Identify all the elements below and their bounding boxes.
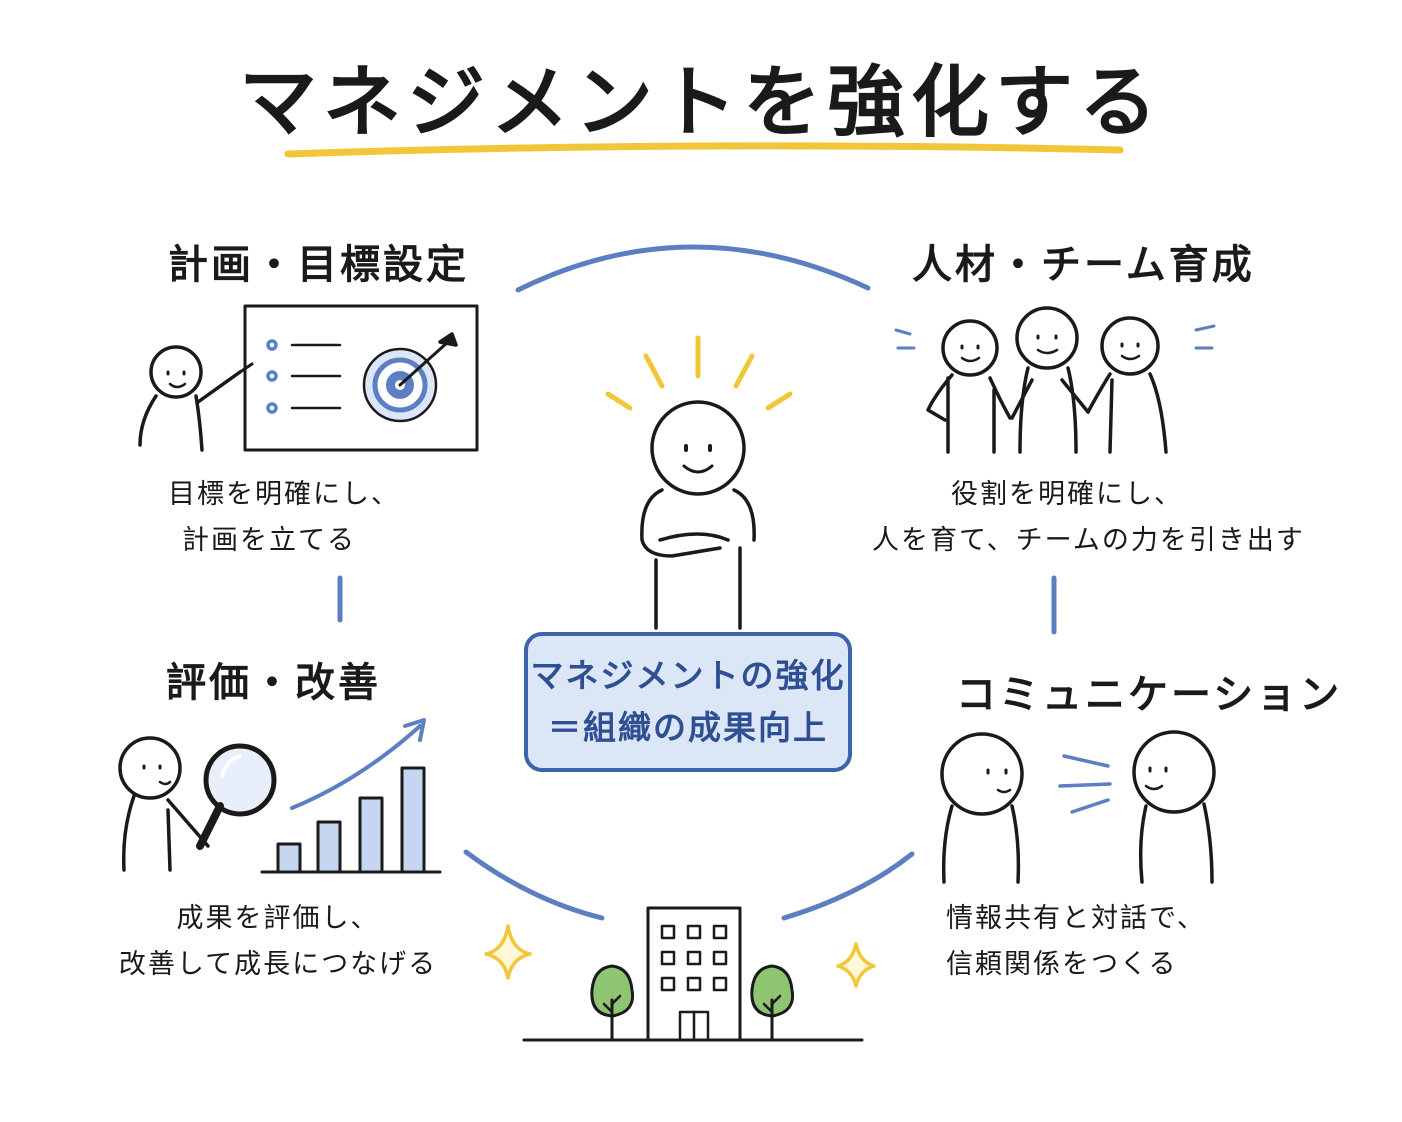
title-underline <box>284 142 1124 158</box>
evaluation-description: 成果を評価し、 改善して成長につなげる <box>108 896 448 988</box>
person-left <box>926 319 1012 454</box>
shine-lines <box>605 335 793 411</box>
evaluation-illustration <box>118 718 442 874</box>
person-magnifier <box>118 736 210 872</box>
communication-desc-line2: 信頼関係をつくる <box>946 949 1178 980</box>
speech-lines <box>1058 754 1112 814</box>
person-speaker <box>940 732 1024 884</box>
planning-heading: 計画・目標設定 <box>168 242 469 288</box>
people-desc-line2: 人を育て、チームの力を引き出す <box>872 525 1305 556</box>
communication-desc-line1: 情報共有と対話で、 <box>946 903 1206 934</box>
magnifier-icon <box>196 743 277 850</box>
page-title: マネジメントを強化する <box>238 58 1163 148</box>
communication-heading: コミュニケーション <box>956 672 1343 718</box>
planning-description: 目標を明確にし、 計画を立てる <box>168 472 400 564</box>
target-icon <box>362 332 458 423</box>
person-right <box>1086 316 1168 454</box>
team-illustration <box>894 306 1216 454</box>
building-illustration <box>484 906 876 1042</box>
person-middle <box>1010 306 1090 454</box>
people-description: 役割を明確にし、 人を育て、チームの力を引き出す <box>872 472 1305 564</box>
center-summary-box: マネジメントの強化 ＝組織の成果向上 <box>524 632 852 772</box>
tree-right <box>750 964 795 1042</box>
bar-chart <box>260 766 442 874</box>
planning-illustration <box>138 304 479 452</box>
person-listener <box>1132 730 1216 884</box>
communication-description: 情報共有と対話で、 信頼関係をつくる <box>946 896 1206 988</box>
tree-left <box>590 964 635 1042</box>
planning-desc-line2: 計画を立てる <box>182 525 356 556</box>
person-pointing <box>138 345 254 452</box>
communication-illustration <box>940 730 1216 884</box>
planning-desc-line1: 目標を明確にし、 <box>168 479 400 510</box>
evaluation-heading: 評価・改善 <box>166 660 381 706</box>
sparkle-icon-right <box>836 942 876 988</box>
cycle-connectors <box>337 244 1057 921</box>
sparkle-icon-left <box>484 924 532 980</box>
building-windows <box>660 924 728 992</box>
people-desc-line1: 役割を明確にし、 <box>951 479 1183 510</box>
evaluation-desc-line1: 成果を評価し、 <box>176 903 380 934</box>
evaluation-desc-line2: 改善して成長につなげる <box>118 949 438 980</box>
leader-illustration <box>605 335 793 630</box>
people-heading: 人材・チーム育成 <box>912 242 1255 288</box>
center-line2: ＝組織の成果向上 <box>548 708 828 747</box>
growth-arrow <box>290 724 422 810</box>
center-line1: マネジメントの強化 <box>530 656 846 695</box>
